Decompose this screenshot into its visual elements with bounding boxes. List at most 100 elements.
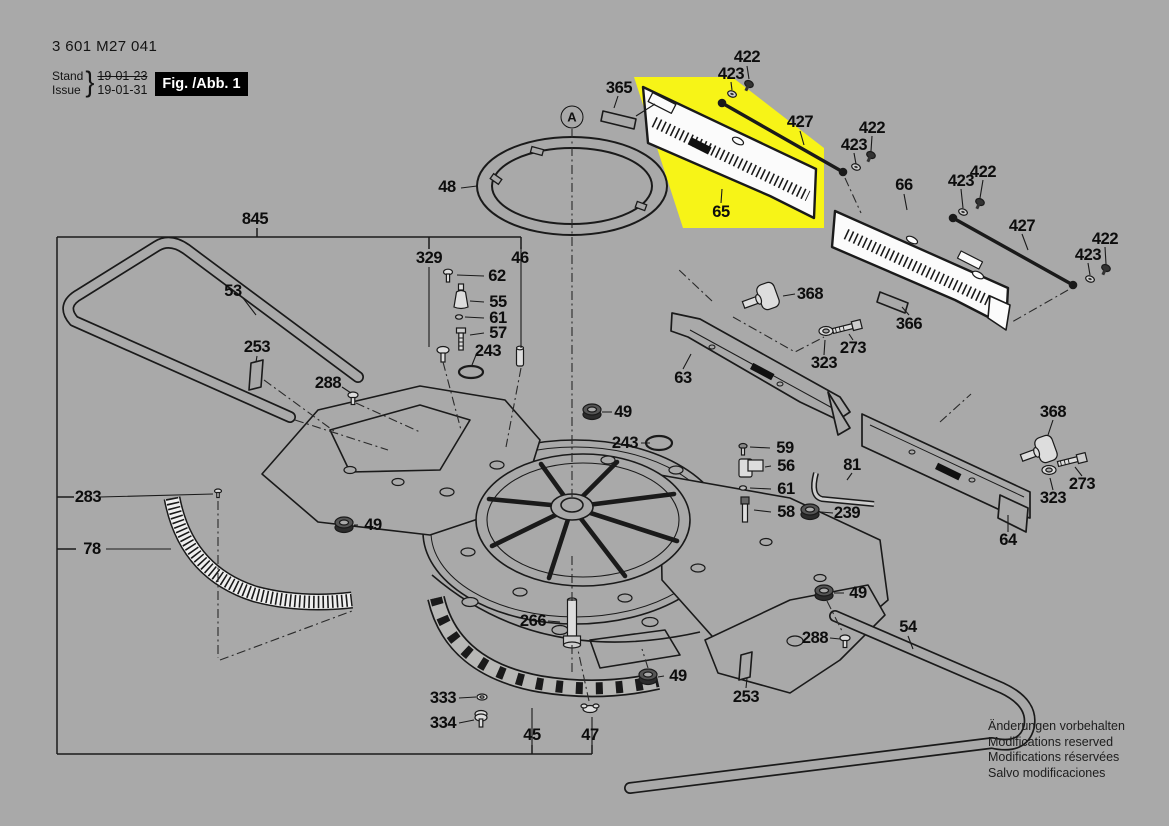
part-label: 422 xyxy=(733,47,761,66)
diagram-shape xyxy=(391,477,405,487)
diagram-shape xyxy=(1085,275,1095,283)
flange-nut-239 xyxy=(800,503,820,521)
screw-334 xyxy=(474,709,488,728)
rod-427-left xyxy=(717,98,848,177)
diagram-shape xyxy=(850,318,863,332)
assembly-bracket-845 xyxy=(56,228,593,755)
diagram-shape xyxy=(971,270,985,280)
part-label: 45 xyxy=(523,725,541,744)
diagram-shape xyxy=(455,327,467,351)
diagram-shape xyxy=(99,65,1107,745)
diagram-shape xyxy=(647,91,677,115)
diagram-shape xyxy=(975,203,981,210)
diagram-shape xyxy=(56,228,593,755)
diagram-shape xyxy=(708,344,716,350)
diagram-shape xyxy=(329,404,471,473)
footer-line: Salvo modificaciones xyxy=(988,765,1106,780)
plate-365 xyxy=(600,110,637,130)
screw-422 xyxy=(1101,263,1111,276)
wing-nut-47 xyxy=(580,703,600,714)
pin-46 xyxy=(515,345,525,367)
diagram-shape xyxy=(968,477,976,483)
diagram-shape xyxy=(458,337,464,347)
diagram-shape xyxy=(617,593,633,603)
diagram-shape xyxy=(956,250,984,270)
diagram-shape xyxy=(1045,467,1053,473)
diagram-shape xyxy=(831,318,863,335)
part-label: 56 xyxy=(777,456,795,475)
nut-61 xyxy=(454,314,464,320)
diagram-shape xyxy=(625,611,1034,793)
diagram-shape xyxy=(738,485,748,491)
fence-65 xyxy=(641,85,818,220)
diagram-shape xyxy=(651,117,811,201)
leader-lines xyxy=(99,65,1107,745)
screw-422 xyxy=(866,150,876,163)
diagram-shape xyxy=(478,718,484,728)
diagram-shape xyxy=(869,424,1025,498)
diagram-shape xyxy=(668,465,684,475)
diagram-shape xyxy=(634,200,648,212)
diagram-shape xyxy=(641,616,659,628)
part-label: 49 xyxy=(669,666,687,685)
diagram-shape xyxy=(515,347,525,367)
washer-323 xyxy=(1041,464,1057,476)
part-label: 243 xyxy=(611,433,639,452)
diagram-shape xyxy=(1033,447,1041,458)
diagram-shape xyxy=(165,496,353,609)
diagram-shape xyxy=(812,472,875,506)
stand-date: 19-01-23 xyxy=(97,68,148,83)
diagram-shape xyxy=(1088,277,1092,281)
part-label: 239 xyxy=(833,503,861,522)
diagram-shape xyxy=(842,639,848,649)
diagram-shape xyxy=(343,465,357,475)
diagram-shape xyxy=(580,703,600,714)
diagram-shape xyxy=(338,519,350,526)
part-label: 58 xyxy=(777,502,795,521)
diagram-shape xyxy=(948,213,958,223)
diagram-shape xyxy=(560,497,584,513)
diagram-shape xyxy=(454,314,464,320)
part-label: 329 xyxy=(415,248,443,267)
tube-54 xyxy=(624,610,1036,794)
base-holes xyxy=(343,455,827,647)
fence-66 xyxy=(830,209,1011,331)
diagram-shape xyxy=(905,235,919,245)
flange-nut-49 xyxy=(814,584,834,602)
diagram-shape xyxy=(749,362,775,381)
diagram-shape xyxy=(217,129,1069,702)
diagram-shape xyxy=(804,506,816,513)
diagram-shape xyxy=(738,458,764,478)
diagram-shape xyxy=(688,137,712,155)
part-label: 64 xyxy=(999,530,1017,549)
screw-288 xyxy=(839,634,851,649)
diagram-shape xyxy=(512,587,528,597)
diagram-shape xyxy=(866,150,876,163)
diagram-shape xyxy=(489,172,503,186)
document-part-number: 3 601 M27 041 xyxy=(52,38,158,55)
diagram-shape xyxy=(647,91,677,115)
elbow-56 xyxy=(738,458,764,478)
diagram-shape xyxy=(971,270,985,280)
part-label: 368 xyxy=(796,284,824,303)
diagram-shape xyxy=(479,695,485,699)
part-label: 253 xyxy=(243,337,271,356)
part-label: 57 xyxy=(489,323,507,342)
diagram-shape xyxy=(458,332,464,351)
bolt-273 xyxy=(831,318,863,335)
part-label: 333 xyxy=(429,688,457,707)
diagram-shape xyxy=(905,235,919,245)
diagram-shape xyxy=(347,391,359,406)
part-label: 55 xyxy=(489,292,507,311)
part-label: 63 xyxy=(674,368,692,387)
part-label: 423 xyxy=(947,171,975,190)
screw-283 xyxy=(213,488,223,499)
diagram-shape xyxy=(741,503,749,523)
plate-253-right xyxy=(738,651,753,681)
diagram-shape xyxy=(1101,269,1107,276)
footer-line: Änderungen vorbehalten xyxy=(988,719,1125,733)
part-label: 422 xyxy=(1091,229,1119,248)
oring-243 xyxy=(457,364,485,380)
figure-label-box: Fig. /Abb. 1 xyxy=(155,72,248,96)
